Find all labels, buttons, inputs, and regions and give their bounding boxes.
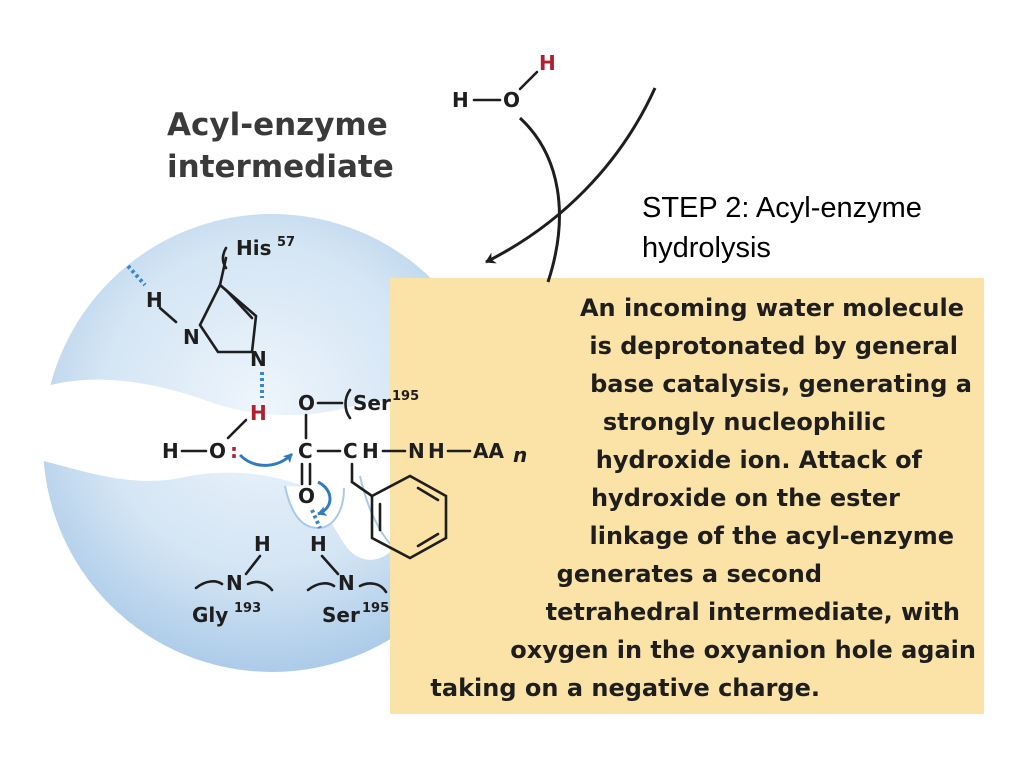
incoming-water-molecule: H O H <box>452 51 556 112</box>
gly-label: Gly <box>192 603 228 627</box>
ser-bottom-label: Ser <box>322 603 360 627</box>
benzyl-side-chain <box>350 462 448 560</box>
approach-arrow-tail <box>518 116 561 283</box>
ser-top-label: Ser <box>353 391 391 415</box>
his57-residue: His 57 N N H <box>126 235 295 398</box>
panel-line-1: An incoming water molecule <box>580 294 964 322</box>
his-h: H <box>146 288 163 312</box>
ser-top-number: 195 <box>392 389 419 404</box>
approach-arrow <box>485 87 657 264</box>
amide-h: H <box>428 439 445 463</box>
oxyanion-nh-h: H <box>310 532 327 556</box>
attack-arrow <box>238 452 294 467</box>
aa-subscript: n <box>513 443 527 467</box>
panel-line-9: tetrahedral intermediate, with <box>546 598 960 626</box>
step-label-line-2: hydrolysis <box>642 232 771 264</box>
title-line-1: Acyl-enzyme <box>167 107 388 143</box>
water-o: O <box>503 88 520 112</box>
panel-line-10: oxygen in the oxyanion hole again <box>510 636 976 664</box>
amide-n: N <box>408 439 425 463</box>
ser195-backbone-nh: H N Ser 195 <box>306 532 389 627</box>
panel-line-6: hydroxide on the ester <box>591 484 900 512</box>
step-label-line-1: STEP 2: Acyl-enzyme <box>642 192 922 224</box>
ser-bottom-number: 195 <box>362 601 389 616</box>
his-number: 57 <box>277 235 295 250</box>
panel-line-7: linkage of the acyl-enzyme <box>590 522 955 550</box>
his-n2: N <box>250 347 267 371</box>
panel-text: An incoming water molecule is deprotonat… <box>430 294 976 702</box>
gly193-residue: H N Gly 193 <box>192 532 274 627</box>
explanation-panel <box>390 278 984 714</box>
ser195-ester: O Ser 195 <box>298 388 419 440</box>
lone-pair: : <box>230 439 238 463</box>
panel-line-11: taking on a negative charge. <box>430 674 820 702</box>
his-label: His <box>236 236 272 260</box>
his-n1: N <box>183 325 200 349</box>
panel-line-8: generates a second <box>557 560 822 588</box>
aa-label: AA <box>473 439 504 463</box>
hydroxide-o: O <box>209 439 226 463</box>
hydroxide-h: H <box>162 439 179 463</box>
ser-bottom-n: N <box>338 571 355 595</box>
gly-n: N <box>226 571 243 595</box>
panel-line-4: strongly nucleophilic <box>603 408 886 436</box>
ser-top-o: O <box>298 391 315 415</box>
alpha-c: C <box>343 439 358 463</box>
gly-h: H <box>254 532 271 556</box>
carbonyl-c: C <box>298 439 313 463</box>
carbonyl-o: O <box>298 484 315 508</box>
alpha-h: H <box>362 439 379 463</box>
panel-line-2: is deprotonated by general <box>589 332 958 360</box>
substrate-chain: H O : H C C H N H AA n <box>162 401 527 467</box>
panel-line-5: hydroxide ion. Attack of <box>596 446 923 474</box>
water-h-red: H <box>250 401 267 425</box>
title-line-2: intermediate <box>167 149 394 185</box>
panel-line-3: base catalysis, generating a <box>590 370 972 398</box>
gly-number: 193 <box>234 601 261 616</box>
electron-shift-arrow <box>317 480 332 516</box>
water-h-top: H <box>539 51 556 75</box>
water-h-left: H <box>452 88 469 112</box>
